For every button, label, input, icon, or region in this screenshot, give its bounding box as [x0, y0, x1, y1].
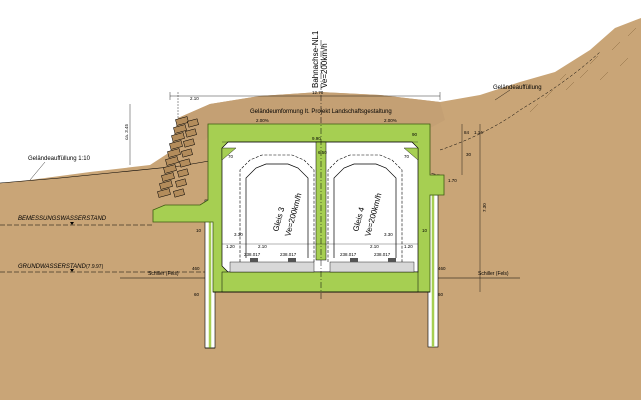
- label-design-water: BEMESSUNGSWASSERSTAND: [18, 216, 107, 222]
- vehicle-profile-left: [245, 163, 309, 258]
- label-fill-left: Geländeauffüllung 1:10: [28, 156, 91, 162]
- dim-bottom-right: 60: [438, 292, 444, 297]
- dim-floor-left: 10: [196, 228, 202, 233]
- design-water-level: [0, 222, 152, 226]
- label-ground-water: GRUNDWASSERSTAND: [18, 264, 86, 270]
- dim-right-track-gap: 3.30: [384, 232, 393, 237]
- dim-right-a: 84: [464, 130, 470, 135]
- dim-right-inner: 2.10: [370, 244, 379, 249]
- track-bed-left: [229, 258, 315, 273]
- ground-water-level: [0, 269, 205, 273]
- dim-bottom-left: 60: [194, 292, 200, 297]
- track-bed-right: [329, 258, 415, 273]
- axis-title: Bahnachse-NL1: [311, 30, 320, 88]
- dim-right-edge: 1.20: [404, 244, 413, 249]
- right-ground-dashed: [439, 51, 601, 151]
- dim-wall-left: 70: [228, 154, 234, 159]
- dim-top-span: [169, 92, 441, 118]
- dim-side-left: 460: [192, 266, 200, 271]
- vehicle-profile-right: [333, 163, 397, 258]
- dim-cover-left: 2.00%: [256, 118, 269, 123]
- dim-rail-left-1: 238.017: [244, 252, 261, 257]
- dim-left-edge: 1.20: [226, 244, 235, 249]
- label-rock-left: Schiller (Fels): [148, 271, 179, 277]
- dim-offset-top-left: 2.10: [190, 96, 199, 101]
- dim-floor-right: 10: [422, 228, 428, 233]
- block-retaining-wall: [157, 116, 199, 198]
- leader-fill-right: [494, 89, 511, 101]
- dim-top-total: 12.70: [312, 90, 324, 95]
- label-fill-right: Geländeauffüllung: [493, 85, 542, 91]
- floor-slab: [221, 271, 419, 293]
- dim-left-track-gap: 3.30: [234, 232, 243, 237]
- label-reshaping: Geländeumformung It. Projekt Landschafts…: [250, 109, 392, 115]
- leader-fill-left: [29, 161, 46, 181]
- dim-side-right: 460: [438, 266, 446, 271]
- label-rock-right: Schiller (Fels): [478, 271, 509, 277]
- dim-inner-span-right: 6.50: [318, 150, 327, 155]
- dim-right-d: 1.70: [448, 178, 457, 183]
- original-ground-line: [0, 159, 216, 184]
- label-ground-water-date: (7.9.97): [86, 264, 104, 270]
- dim-slope-height: ca. 3.45: [124, 123, 129, 140]
- dim-roof-thickness: 90: [412, 132, 418, 137]
- haunch-left: [221, 147, 237, 161]
- clearance-profile-left: [239, 154, 315, 262]
- dim-rail-right-2: 238.017: [374, 252, 391, 257]
- dim-cover-right: 2.00%: [384, 118, 397, 123]
- dim-rail-right-1: 238.017: [340, 252, 357, 257]
- dim-inner-span-left: 9.90: [312, 136, 321, 141]
- dim-wall-right: 70: [404, 154, 410, 159]
- dim-left-inner: 2.10: [258, 244, 267, 249]
- axis-speed: Ve=200km/h: [320, 43, 329, 88]
- dim-right-c: 30: [466, 152, 472, 157]
- right-slope-hatch: [529, 27, 637, 113]
- dim-height-right: 7.30: [482, 203, 487, 212]
- dim-rail-left-2: 238.017: [280, 252, 297, 257]
- dim-right-b: 1.14: [474, 130, 483, 135]
- clearance-profile-right: [327, 154, 403, 262]
- haunch-right: [403, 147, 419, 161]
